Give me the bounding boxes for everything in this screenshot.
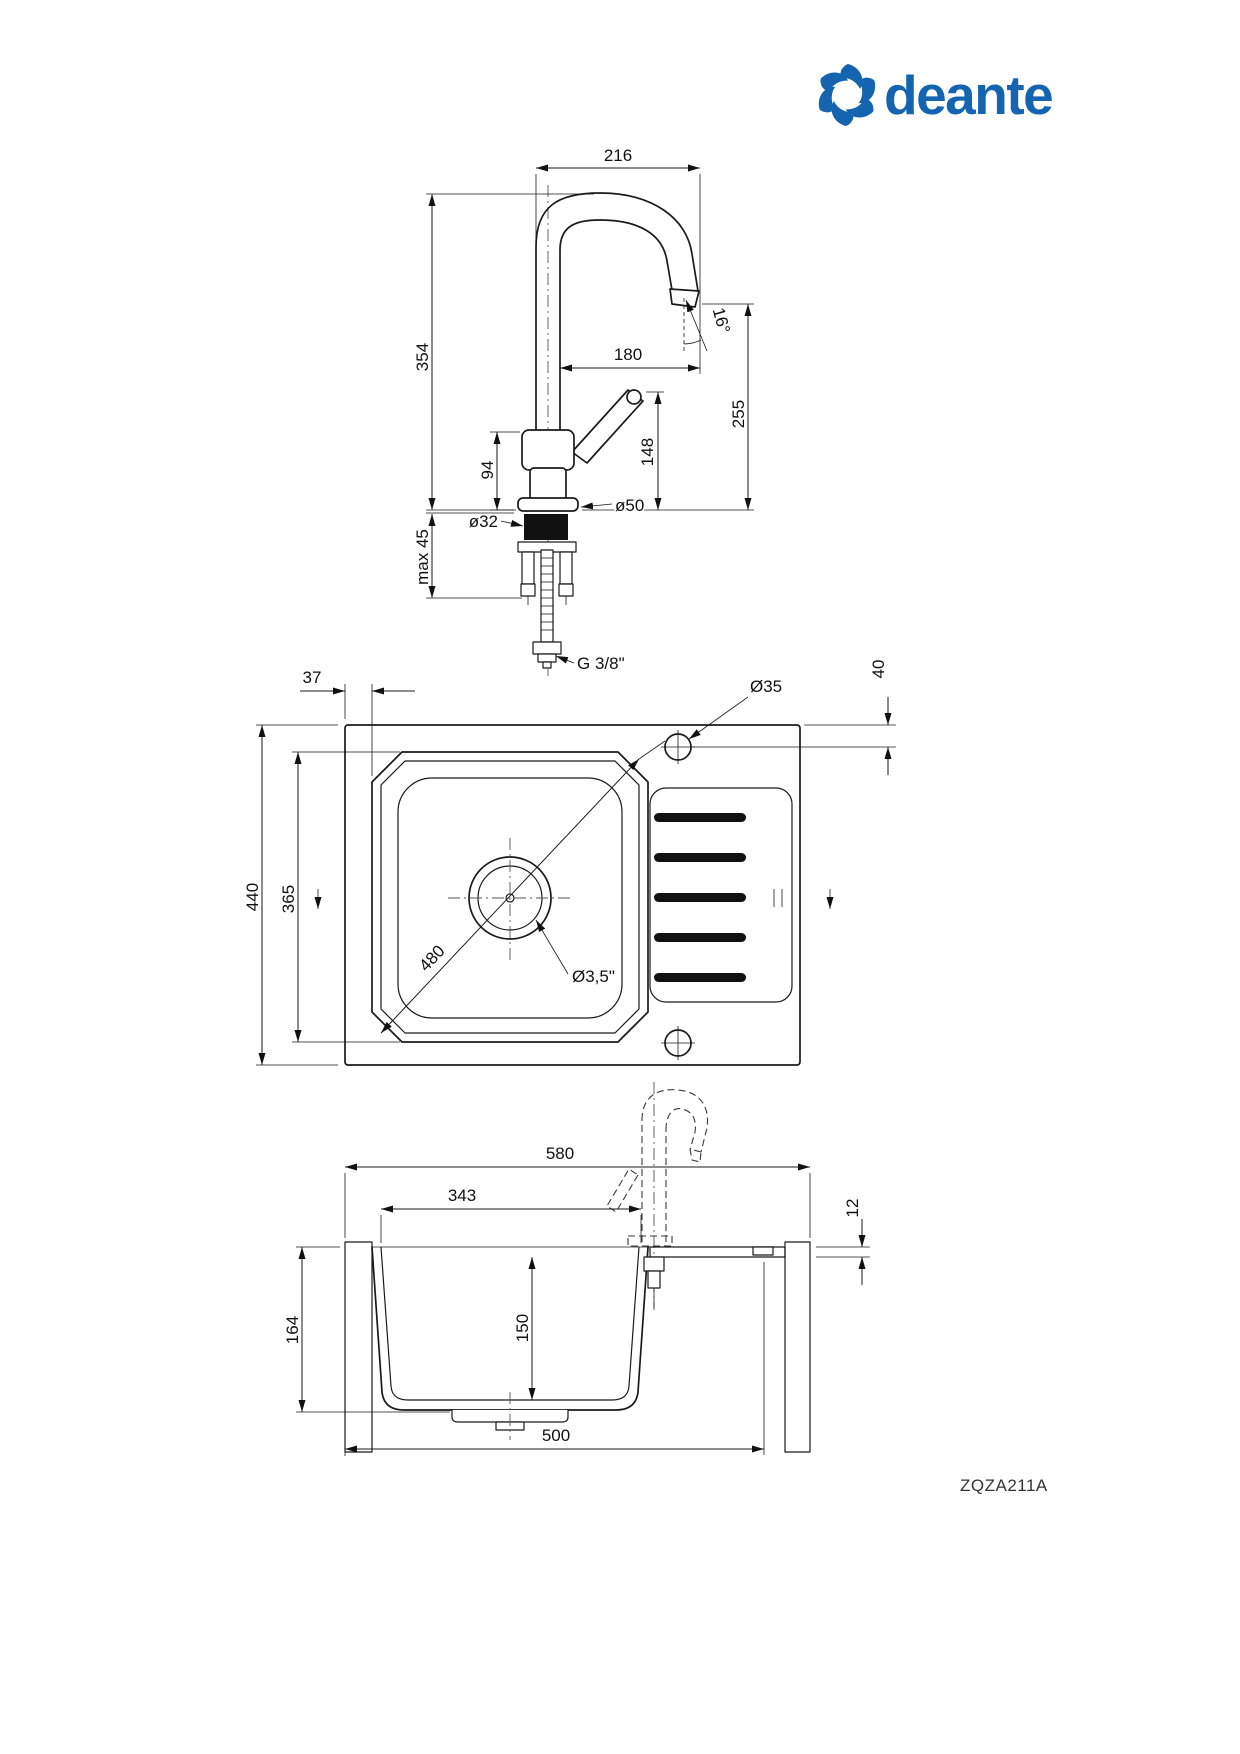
dim-354-label: 354: [413, 343, 432, 371]
dim-580: 580: [344, 1143, 811, 1238]
dim-37-label: 37: [303, 668, 322, 687]
dim-40: 40: [693, 658, 896, 775]
dim-480-label: 480: [415, 941, 448, 975]
dim-440-label: 440: [243, 883, 262, 911]
faucet-handle: [571, 389, 644, 464]
dim-o32: ø32: [467, 511, 524, 533]
drainboard-section: [649, 1246, 786, 1258]
dim-drain-size: Ø3,5": [535, 919, 616, 988]
threaded-stud: [540, 549, 554, 643]
dim-o50-label: ø50: [615, 496, 644, 515]
brand-wordmark: deante: [884, 64, 1052, 126]
ghost-faucet: [606, 1082, 709, 1310]
faucet-base-flange: [517, 497, 579, 512]
deante-logo-icon: [818, 64, 876, 126]
bowl-section-outer: [371, 1246, 649, 1411]
sink-top-view: 37 440 365 480 Ø35 Ø3,5": [242, 658, 896, 1066]
dim-255: 255: [582, 303, 754, 511]
sink-outline: [344, 724, 801, 1066]
deante-logo: deante: [818, 64, 1054, 126]
dim-354: 354: [412, 193, 594, 511]
dim-343-label: 343: [448, 1186, 476, 1205]
right-wall-section: [784, 1241, 811, 1453]
sink-section-view: 580 343 12 164 150: [282, 1082, 870, 1456]
product-code: ZQZA211A: [960, 1476, 1048, 1495]
dim-150: 150: [512, 1257, 536, 1400]
hose-connector: [532, 641, 562, 655]
dim-440: 440: [242, 724, 338, 1066]
dim-37: 37: [300, 667, 415, 776]
dim-O35: Ø35: [688, 676, 784, 740]
dim-500-label: 500: [542, 1426, 570, 1445]
dim-o50: ø50: [580, 495, 646, 517]
dim-40-label: 40: [869, 660, 888, 679]
dim-12: 12: [816, 1197, 870, 1285]
spout-tip: [669, 288, 700, 308]
dim-16deg-label: 16°: [709, 306, 734, 336]
dim-thread-label: G 3/8": [577, 654, 625, 673]
dim-365-label: 365: [279, 885, 298, 913]
dim-216-label: 216: [604, 146, 632, 165]
dim-12-label: 12: [843, 1199, 862, 1218]
dim-343: 343: [380, 1185, 642, 1243]
dim-thread: G 3/8": [555, 653, 626, 675]
dim-o32-label: ø32: [469, 512, 498, 531]
dim-drain-size-label: Ø3,5": [572, 967, 615, 986]
dim-94: 94: [477, 431, 520, 511]
faucet-body: [521, 429, 575, 471]
dim-580-label: 580: [546, 1144, 574, 1163]
dim-150-label: 150: [513, 1314, 532, 1342]
dim-148: 148: [637, 391, 664, 510]
dim-94-label: 94: [478, 461, 497, 480]
dim-max45-label: max 45: [413, 529, 432, 585]
dim-180-label: 180: [614, 345, 642, 364]
dim-216: 216: [535, 145, 701, 374]
dim-164-label: 164: [283, 1316, 302, 1344]
dim-148-label: 148: [638, 438, 657, 466]
dim-180: 180: [560, 344, 700, 372]
dim-500: 500: [344, 1262, 765, 1456]
dim-255-label: 255: [729, 400, 748, 428]
dim-max45: max 45: [412, 512, 522, 599]
faucet-view: 216 354 180 16° 255: [412, 145, 754, 676]
mounting-gasket: [524, 514, 568, 540]
dim-164: 164: [282, 1246, 450, 1413]
left-wall-section: [344, 1241, 373, 1453]
dim-365: 365: [278, 751, 400, 1043]
drainboard: [649, 787, 793, 1003]
dim-O35-label: Ø35: [750, 677, 782, 696]
